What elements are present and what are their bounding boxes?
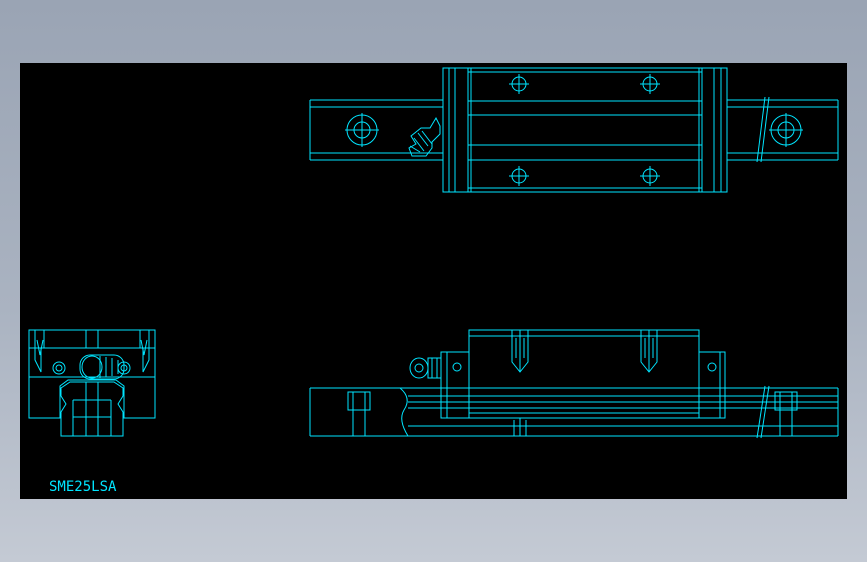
end-view-rail bbox=[60, 381, 124, 437]
carriage-block-side bbox=[440, 329, 726, 419]
rail-bolt-right bbox=[774, 391, 798, 437]
top-view bbox=[309, 67, 839, 193]
part-number-label: SME25LSA bbox=[49, 479, 117, 495]
rail-top bbox=[309, 99, 839, 161]
grease-nipple-icon bbox=[408, 116, 441, 157]
grease-nipple-side-icon bbox=[409, 357, 442, 379]
block-bolt-holes-side bbox=[511, 330, 658, 436]
cad-drawing-area[interactable] bbox=[20, 63, 847, 499]
block-holes-top bbox=[509, 74, 660, 186]
end-view-fittings bbox=[52, 354, 131, 380]
rail-bolt-left bbox=[347, 391, 371, 437]
end-view-block bbox=[28, 329, 156, 419]
carriage-block-top bbox=[442, 67, 728, 193]
rail-hole-right bbox=[769, 113, 803, 147]
end-view bbox=[28, 329, 156, 437]
break-lines bbox=[756, 96, 770, 163]
rail-side bbox=[309, 385, 839, 439]
rail-hole-left bbox=[345, 113, 379, 147]
side-view bbox=[309, 329, 839, 439]
